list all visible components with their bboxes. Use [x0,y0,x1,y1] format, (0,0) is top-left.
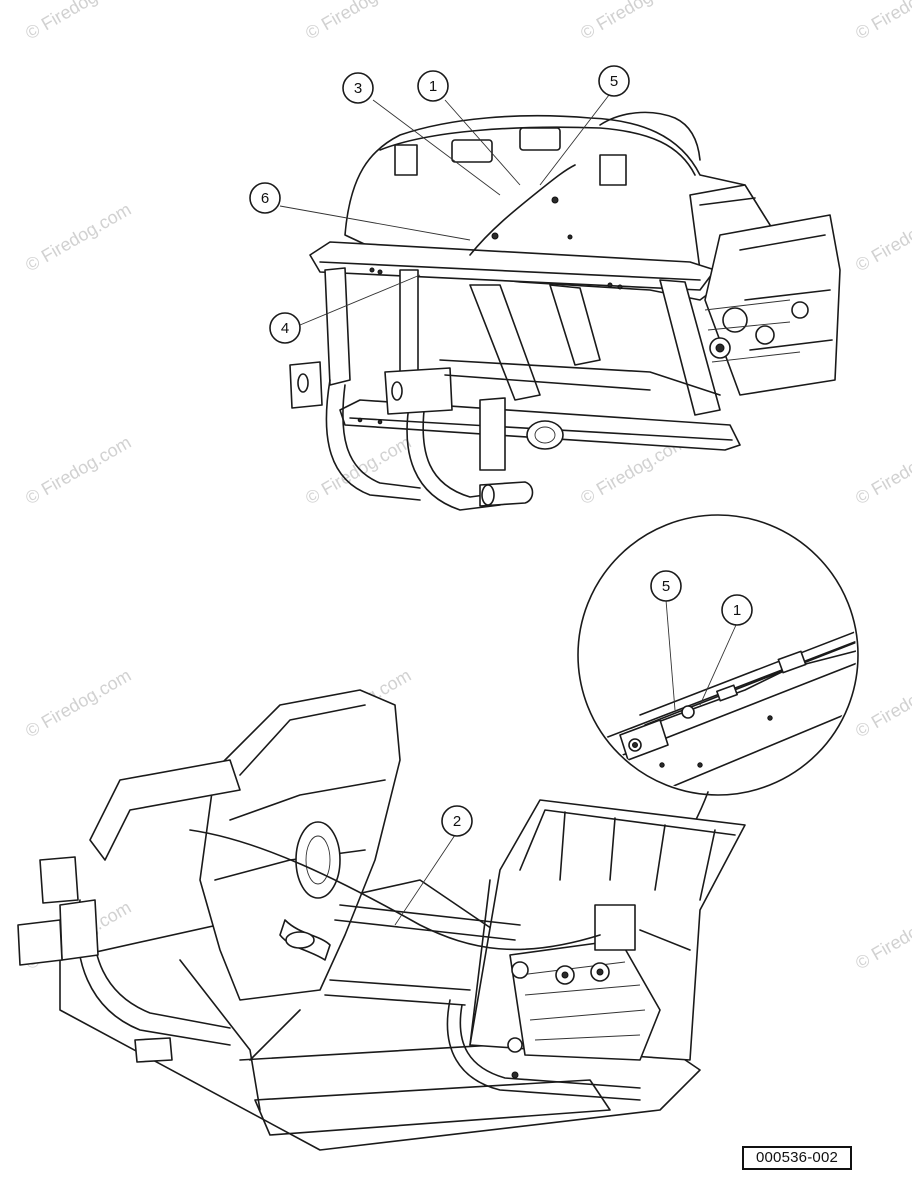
callout-number: 5 [662,578,670,595]
watermark: © Firedog.com [302,0,414,43]
callout-number: 6 [261,190,269,207]
detail-callout-5: 5 [650,570,682,602]
callout-3: 3 [342,72,374,104]
callout-5: 5 [598,65,630,97]
chassis-view: 2 [17,689,746,1151]
callout-6: 6 [249,182,281,214]
hardware-dots [357,196,623,425]
callout-number: 3 [354,80,362,97]
watermark: © Firedog.com [852,665,912,741]
callout-1: 1 [417,70,449,102]
watermark: © Firedog.com [852,432,912,508]
callout-number: 1 [733,602,741,619]
watermark: © Firedog.com [852,0,912,43]
callout-number: 5 [610,73,618,90]
watermark: © Firedog.com [22,199,134,275]
watermark: © Firedog.com [577,0,689,43]
watermark: © Firedog.com [852,897,912,973]
callout-4: 4 [269,312,301,344]
detail-callout-1: 1 [721,594,753,626]
figure-id-label: 000536-002 [742,1146,852,1170]
callout-number: 1 [429,78,437,95]
watermark: © Firedog.com [22,665,134,741]
callout-number: 4 [281,320,289,337]
watermark: © Firedog.com [852,199,912,275]
callout-2: 2 [441,805,473,837]
callout-number: 2 [453,813,461,830]
top-assembly-view: 1 3 5 6 4 [249,65,841,511]
watermark: © Firedog.com [22,432,134,508]
detail-view: 5 1 [577,514,859,906]
watermark: © Firedog.com [22,0,134,43]
